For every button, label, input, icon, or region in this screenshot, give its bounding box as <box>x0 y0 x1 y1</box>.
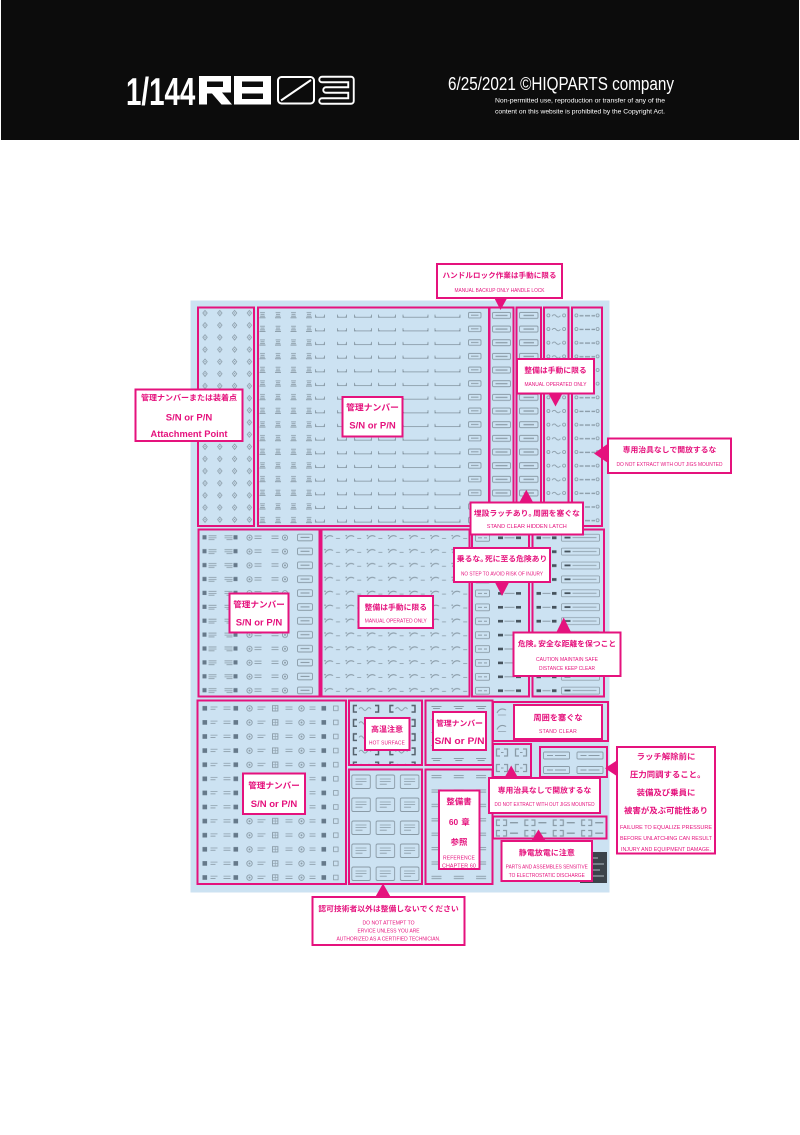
svg-text:CHAPTER 60: CHAPTER 60 <box>442 864 476 870</box>
svg-text:NO STEP TO AVOID RISK OF INJUR: NO STEP TO AVOID RISK OF INJURY <box>461 572 543 578</box>
svg-text:PARTS AND ASSEMBLES SENSITIVE: PARTS AND ASSEMBLES SENSITIVE <box>506 865 588 871</box>
svg-text:CAUTION MAINTAIN SAFE: CAUTION MAINTAIN SAFE <box>536 657 598 663</box>
svg-text:AUTHORIZED AS A CERTIFIED TECH: AUTHORIZED AS A CERTIFIED TECHNICIAN. <box>337 937 441 943</box>
svg-text:DO NOT ATTEMPT TO: DO NOT ATTEMPT TO <box>363 921 415 927</box>
svg-text:1/144: 1/144 <box>126 70 195 114</box>
svg-text:MANUAL OPERATED ONLY: MANUAL OPERATED ONLY <box>525 382 587 388</box>
svg-text:TO ELECTROSTATIC DISCHARGE: TO ELECTROSTATIC DISCHARGE <box>509 873 585 879</box>
svg-text:REFERENCE: REFERENCE <box>443 856 475 862</box>
svg-text:DISTANCE KEEP CLEAR: DISTANCE KEEP CLEAR <box>539 666 595 672</box>
svg-text:S/N or P/N: S/N or P/N <box>251 799 298 809</box>
svg-text:ERVICE UNLESS YOU ARE: ERVICE UNLESS YOU ARE <box>358 929 420 935</box>
svg-text:content on this website is pro: content on this website is prohibited by… <box>495 109 665 116</box>
svg-text:S/N or P/N: S/N or P/N <box>349 421 396 431</box>
svg-text:S/N or P/N: S/N or P/N <box>236 618 283 628</box>
svg-text:DO NOT EXTRACT WITH OUT JIGS M: DO NOT EXTRACT WITH OUT JIGS MOUNTED <box>617 462 723 468</box>
svg-text:HOT SURFACE: HOT SURFACE <box>369 741 405 747</box>
svg-text:S/N or P/N: S/N or P/N <box>166 413 213 423</box>
svg-text:MANUAL BACKUP ONLY HANDLE LOCK: MANUAL BACKUP ONLY HANDLE LOCK <box>455 288 545 294</box>
svg-text:60: 60 <box>449 817 459 827</box>
svg-text:S/N or P/N: S/N or P/N <box>435 735 485 746</box>
svg-text:STAND CLEAR: STAND CLEAR <box>539 729 577 735</box>
svg-text:STAND CLEAR HIDDEN LATCH: STAND CLEAR HIDDEN LATCH <box>487 524 567 530</box>
svg-text:Non-permitted use, reproductio: Non-permitted use, reproduction or trans… <box>495 98 666 105</box>
svg-text:BEFORE UNLATCHING CAN RESULT: BEFORE UNLATCHING CAN RESULT <box>620 836 713 842</box>
svg-text:FAILURE TO EQUALIZE PRESSURE: FAILURE TO EQUALIZE PRESSURE <box>620 825 712 831</box>
svg-text:INJURY AND EQUIPMENT DAMAGE.: INJURY AND EQUIPMENT DAMAGE. <box>621 847 711 853</box>
svg-text:DO NOT EXTRACT WITH OUT JIGS M: DO NOT EXTRACT WITH OUT JIGS MOUNTED <box>495 802 595 808</box>
svg-text:MANUAL OPERATED ONLY: MANUAL OPERATED ONLY <box>365 619 427 625</box>
svg-text:6/25/2021 ©HIQPARTS company: 6/25/2021 ©HIQPARTS company <box>448 73 675 94</box>
svg-text:Attachment Point: Attachment Point <box>151 429 228 439</box>
